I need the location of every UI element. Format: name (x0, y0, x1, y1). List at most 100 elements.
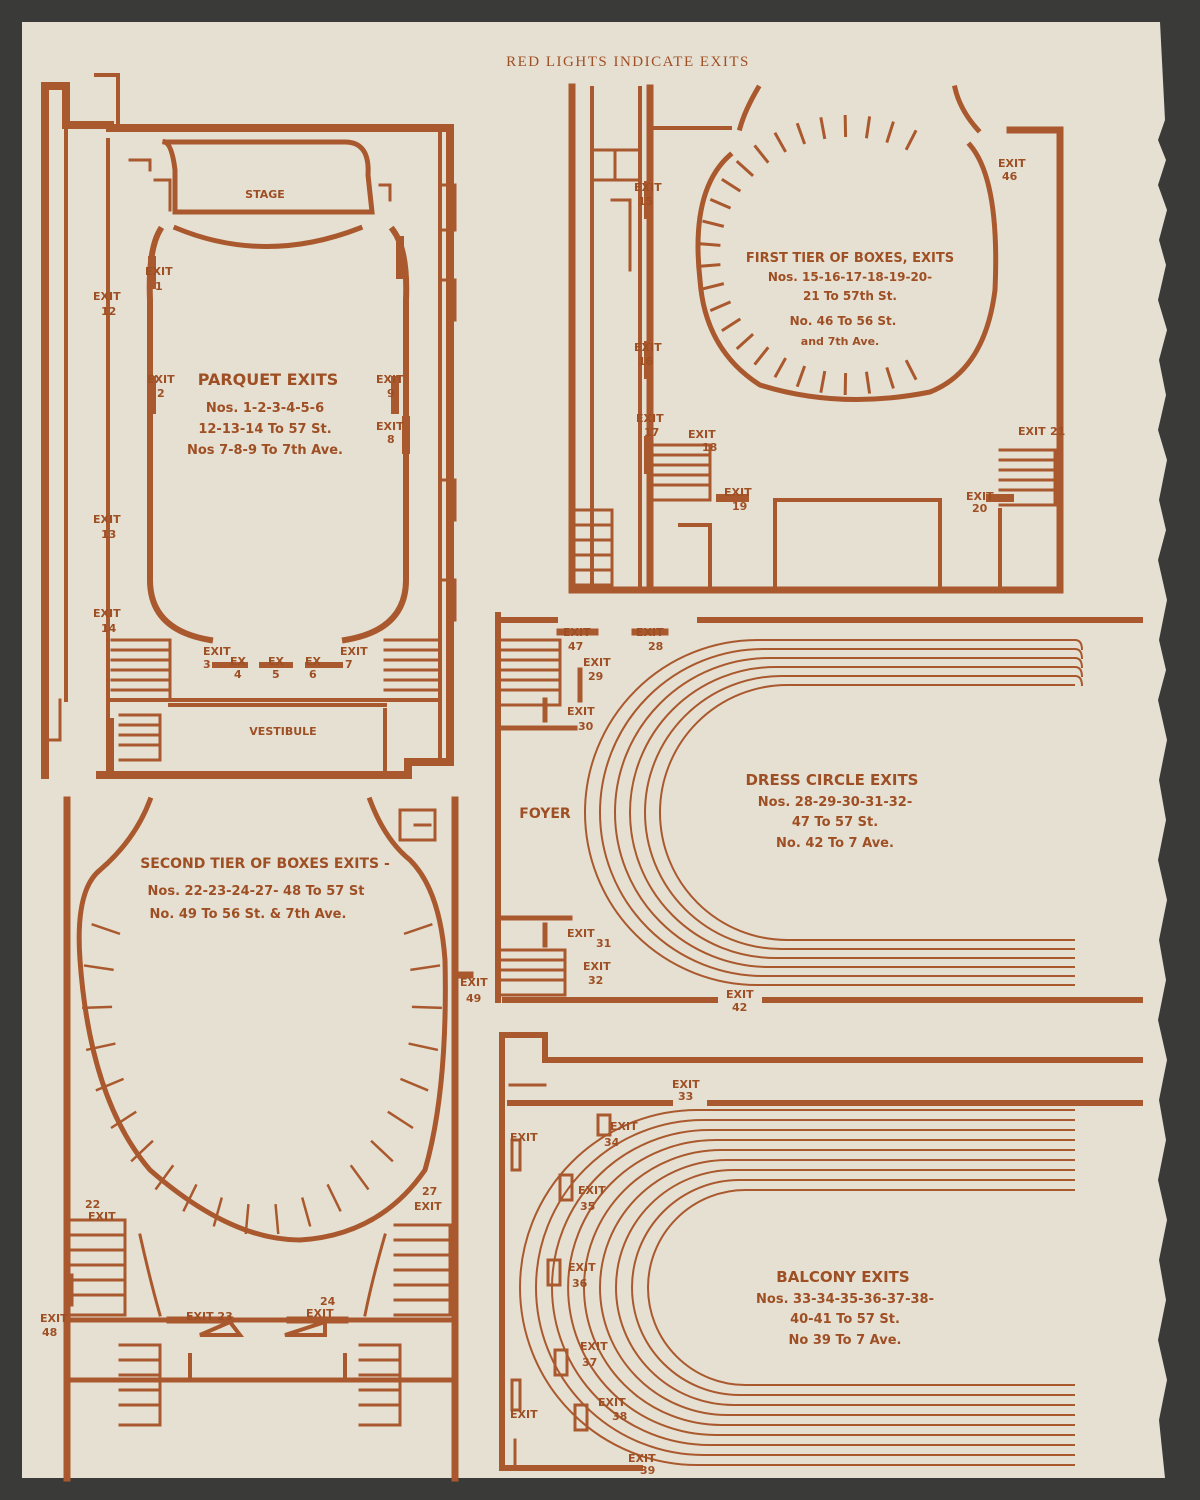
first-tier-line-1: Nos. 15-16-17-18-19-20- (768, 270, 932, 284)
exit-17-label: EXIT (636, 412, 664, 425)
seating-row (567, 1139, 1075, 1436)
box-partition (370, 1139, 394, 1163)
exit-24-label: EXIT (306, 1307, 334, 1320)
box-partition (885, 121, 895, 144)
seating-row (615, 1169, 1075, 1406)
exit-13-label: EXIT (93, 513, 121, 526)
exit-46-number: 46 (1002, 170, 1018, 183)
exit-47-number: 47 (568, 640, 583, 653)
box-partition (709, 300, 732, 312)
box-partition (387, 1110, 414, 1130)
exit-37-label: EXIT (580, 1340, 608, 1353)
exit-46-label: EXIT (998, 157, 1026, 170)
exit-31-label: EXIT (567, 927, 595, 940)
exit-8-number: 8 (387, 433, 395, 446)
box-partition (721, 177, 742, 193)
box-partition (819, 370, 827, 393)
exit-36-label: EXIT (568, 1261, 596, 1274)
parquet-plan: STAGE PARQUET EXITS Nos. 1-2-3-4-5-6 12-… (41, 73, 457, 779)
exit-42-number: 42 (732, 1001, 747, 1014)
box-partition (83, 964, 114, 972)
box-partition (885, 366, 895, 389)
exit-33-label: EXIT (672, 1078, 700, 1091)
exit-49-number: 49 (466, 992, 481, 1005)
exit-28-number: 28 (648, 640, 663, 653)
exit-15-number: 15 (638, 195, 653, 208)
exit-12-label: EXIT (93, 290, 121, 303)
box-partition (399, 1077, 429, 1092)
exit-39-number: 39 (640, 1464, 655, 1477)
balcony-seating-rows (519, 1109, 1075, 1466)
box-partition (698, 263, 721, 268)
box-partition (904, 129, 918, 151)
seating-row-end (1074, 648, 1083, 660)
second-tier-line-1: Nos. 22-23-24-27- 48 To 57 St (148, 884, 365, 899)
box-partition (182, 1183, 198, 1212)
second-tier-box-partitions (82, 923, 442, 1235)
balcony-line-3: No 39 To 7 Ave. (789, 1333, 902, 1348)
exit-47-label: EXIT (563, 626, 591, 639)
exit-49-label: EXIT (460, 976, 488, 989)
exit-22-number: 22 (85, 1198, 100, 1211)
exit-7-number: 7 (345, 658, 353, 671)
box-partition (85, 1042, 116, 1052)
box-partition (326, 1183, 342, 1212)
exit-37-number: 37 (582, 1356, 597, 1369)
box-partition (410, 964, 441, 972)
seating-row-end (1074, 666, 1083, 678)
seating-row (599, 648, 1075, 977)
box-partition (864, 371, 872, 394)
exit-19-number: 19 (732, 500, 747, 513)
exit-29-label: EXIT (583, 656, 611, 669)
exit-9-label: EXIT (376, 373, 404, 386)
seating-row (614, 657, 1075, 968)
exit-21-number: 21 (1050, 425, 1065, 438)
seating-row-end (1074, 657, 1083, 669)
exit-6-number: 6 (309, 668, 317, 681)
box-partition (403, 923, 433, 936)
exit-12-number: 12 (101, 305, 116, 318)
balcony-exit-left-top: EXIT (510, 1131, 538, 1144)
seating-row-end (1074, 675, 1083, 687)
exit-36-number: 36 (572, 1277, 588, 1290)
exit-5-number: 5 (272, 668, 280, 681)
vestibule-label: VESTIBULE (249, 725, 316, 738)
box-partition (702, 219, 725, 228)
exit-20-number: 20 (972, 502, 988, 515)
box-partition (904, 359, 918, 381)
exit-14-label: EXIT (93, 607, 121, 620)
exit-35-number: 35 (580, 1200, 595, 1213)
exit-5-label: EX (268, 655, 285, 668)
first-tier-title: FIRST TIER OF BOXES, EXITS (746, 251, 954, 266)
box-partition (349, 1164, 370, 1191)
box-partition (735, 159, 755, 177)
exit-32-number: 32 (588, 974, 603, 987)
first-tier-plan: FIRST TIER OF BOXES, EXITS Nos. 15-16-17… (568, 83, 1065, 594)
box-partition (244, 1204, 250, 1235)
box-partition (702, 282, 725, 291)
exit-7-label: EXIT (340, 645, 368, 658)
stage-label: STAGE (245, 188, 285, 201)
box-partition (300, 1197, 312, 1227)
balcony-plan: BALCONY EXITS Nos. 33-34-35-36-37-38- 40… (499, 1032, 1143, 1477)
exit-14-number: 14 (101, 622, 117, 635)
second-tier-plan: SECOND TIER OF BOXES EXITS - Nos. 22-23-… (40, 796, 488, 1482)
exit-6-label: EX (305, 655, 322, 668)
balcony-title: BALCONY EXITS (776, 1268, 909, 1286)
exit-35-label: EXIT (578, 1184, 606, 1197)
box-partition (721, 317, 742, 333)
exit-3-label: EXIT (203, 645, 231, 658)
seating-row (644, 675, 1075, 950)
box-partition (154, 1164, 175, 1191)
box-partition (709, 198, 732, 210)
exit-18-number: 18 (702, 441, 717, 454)
exit-32-label: EXIT (583, 960, 611, 973)
exit-27-number: 27 (422, 1185, 437, 1198)
box-partition (773, 357, 787, 378)
parquet-line-2: 12-13-14 To 57 St. (198, 422, 331, 437)
header-title: RED LIGHTS INDICATE EXITS (506, 54, 750, 70)
exit-1-label: EXIT (145, 265, 173, 278)
box-partition (864, 116, 872, 139)
exit-48-number: 48 (42, 1326, 57, 1339)
box-partition (110, 1110, 137, 1130)
